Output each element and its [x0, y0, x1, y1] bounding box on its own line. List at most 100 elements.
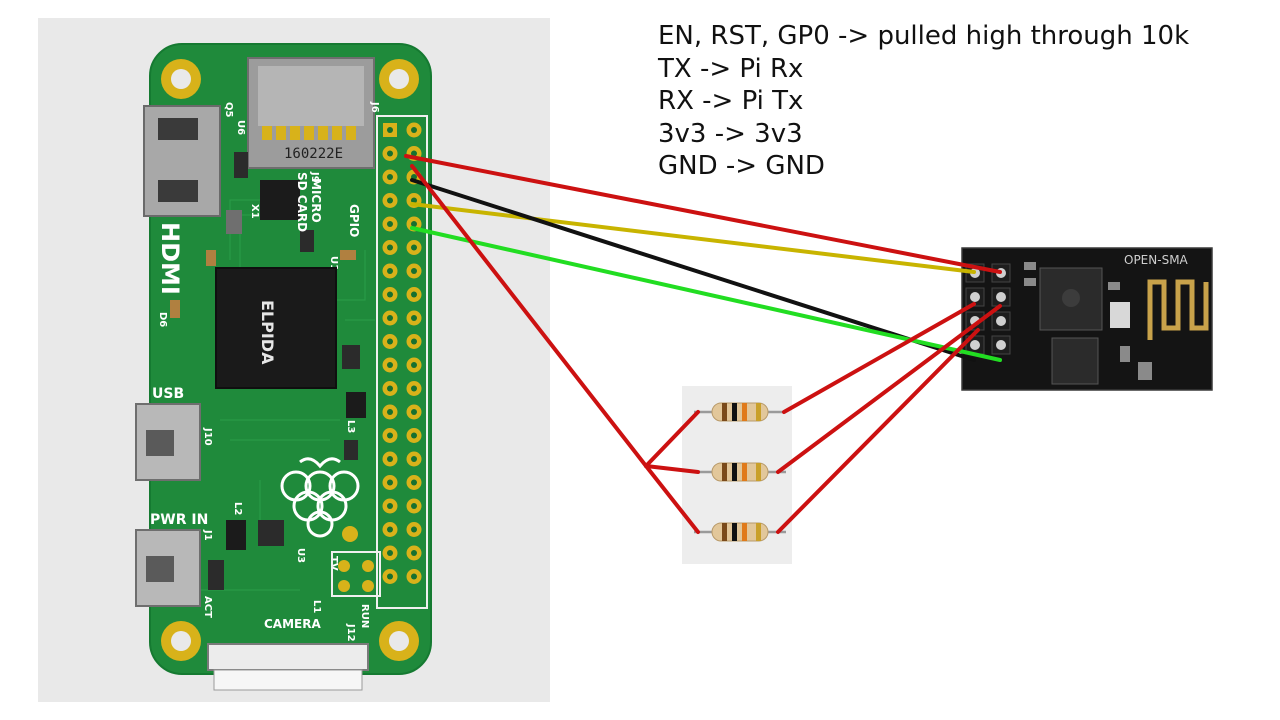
wires	[404, 154, 1002, 534]
gpio-pin	[382, 193, 398, 208]
gpio-pin	[406, 287, 422, 302]
gpio-label: GPIO	[347, 204, 361, 237]
gpio-pin	[406, 498, 422, 514]
wire-red-res-top-right	[782, 302, 976, 414]
wire-red-res-mid-left	[644, 464, 700, 474]
mounting-holes	[161, 59, 419, 661]
gpio-pin	[383, 123, 397, 137]
wire-yellow-tx	[410, 202, 976, 274]
label-l3: L3	[345, 420, 356, 433]
gpio-pin	[382, 146, 398, 161]
gpio-pin	[382, 522, 398, 537]
test-pad	[342, 526, 358, 542]
gpio-pin	[382, 545, 398, 561]
camera-label: CAMERA	[264, 617, 321, 631]
esp-flash-chip	[1051, 337, 1099, 385]
gpio-pin	[406, 381, 422, 396]
gpio-pin	[382, 357, 398, 373]
gpio-header-outline	[376, 115, 428, 609]
gpio-pin	[382, 263, 398, 279]
gpio-pin	[406, 357, 422, 373]
resistor-10k-icon	[694, 402, 786, 422]
esp-silk-label: OPEN-SMA	[1124, 253, 1189, 267]
gpio-pin	[382, 498, 398, 514]
note-line: RX -> Pi Tx	[658, 86, 804, 116]
label-j1: J1	[202, 529, 213, 541]
run-tv-header	[331, 551, 381, 597]
gpio-pin	[406, 475, 422, 490]
label-j10: J10	[202, 427, 213, 446]
esp-pin	[965, 335, 985, 355]
gpio-pin	[406, 569, 422, 584]
gpio-pin	[406, 451, 422, 467]
gpio-pin	[382, 381, 398, 396]
resistor-10k-icon	[694, 462, 786, 482]
gpio-pin	[406, 240, 422, 255]
note-line: EN, RST, GP0 -> pulled high through 10k	[658, 21, 1190, 51]
gpio-pin	[406, 428, 422, 443]
camera-connector	[207, 643, 369, 691]
label-act: ACT	[202, 596, 213, 618]
gpio-pin	[382, 216, 398, 232]
esp-passives	[1024, 262, 1152, 380]
mini-hdmi-connector	[143, 105, 221, 217]
esp-pin	[965, 311, 985, 331]
gpio-pin	[382, 240, 398, 255]
gpio-pin	[406, 263, 422, 279]
raspberry-logo-icon	[280, 457, 360, 538]
connection-notes: EN, RST, GP0 -> pulled high through 10k …	[658, 20, 1189, 183]
label-j9: J9	[309, 171, 320, 183]
label-j6: J6	[369, 101, 380, 113]
raspberry-pi-zero-board: 160222E HDMI Q5 U6 X1	[135, 43, 432, 691]
gpio-pin	[382, 334, 398, 349]
soc-label: ELPIDA	[258, 300, 277, 365]
small-components	[170, 152, 366, 590]
gpio-pin	[406, 404, 422, 420]
wire-green-rx	[410, 226, 1002, 362]
wire-red-res-bot-right	[776, 328, 980, 534]
sd-code-label: 160222E	[284, 146, 343, 162]
esp-pin	[991, 311, 1011, 331]
gpio-pin	[406, 122, 422, 138]
usb-label: USB	[152, 386, 184, 402]
esp-pin	[965, 287, 985, 307]
soc-chip: ELPIDA	[215, 267, 337, 389]
micro-sd-slot: 160222E	[247, 57, 375, 169]
pwr-in-label: PWR IN	[150, 512, 208, 528]
gpio-pin	[406, 545, 422, 561]
note-line: TX -> Pi Rx	[658, 53, 804, 84]
usb-port	[135, 403, 201, 481]
esp-chip	[1039, 267, 1103, 331]
gpio-pin	[382, 428, 398, 443]
power-port	[135, 529, 201, 607]
wire-red-res-mid-right	[776, 304, 1002, 474]
label-u1: U1	[328, 256, 339, 271]
gpio-pin	[382, 169, 398, 185]
sd-card-label: SD CARD	[295, 172, 309, 232]
label-run: RUN	[359, 604, 370, 628]
wire-red-res-bot-left	[644, 464, 700, 534]
gpio-pin	[382, 404, 398, 420]
esp-pin	[991, 287, 1011, 307]
label-q5: Q5	[223, 102, 234, 118]
note-line: GND -> GND	[658, 151, 825, 181]
label-l1: L1	[311, 600, 322, 613]
label-tv: TV	[328, 556, 339, 571]
esp-antenna	[1147, 279, 1209, 340]
wire-red-3v3	[404, 154, 1002, 274]
label-u6: U6	[235, 120, 246, 135]
gpio-pin	[382, 451, 398, 467]
esp01-module: OPEN-SMA	[961, 247, 1213, 391]
gpio-header	[382, 122, 422, 584]
micro-label: MICRO	[309, 178, 323, 223]
wire-red-res-top-left	[644, 410, 700, 468]
label-d6: D6	[157, 312, 168, 327]
label-l2: L2	[232, 502, 243, 515]
gpio-pin	[382, 310, 398, 326]
wire-black-gnd	[410, 178, 976, 362]
resistor-10k-icon	[694, 522, 786, 542]
gpio-pin	[382, 569, 398, 584]
label-u3: U3	[295, 548, 306, 563]
note-line: 3v3 -> 3v3	[658, 118, 803, 149]
